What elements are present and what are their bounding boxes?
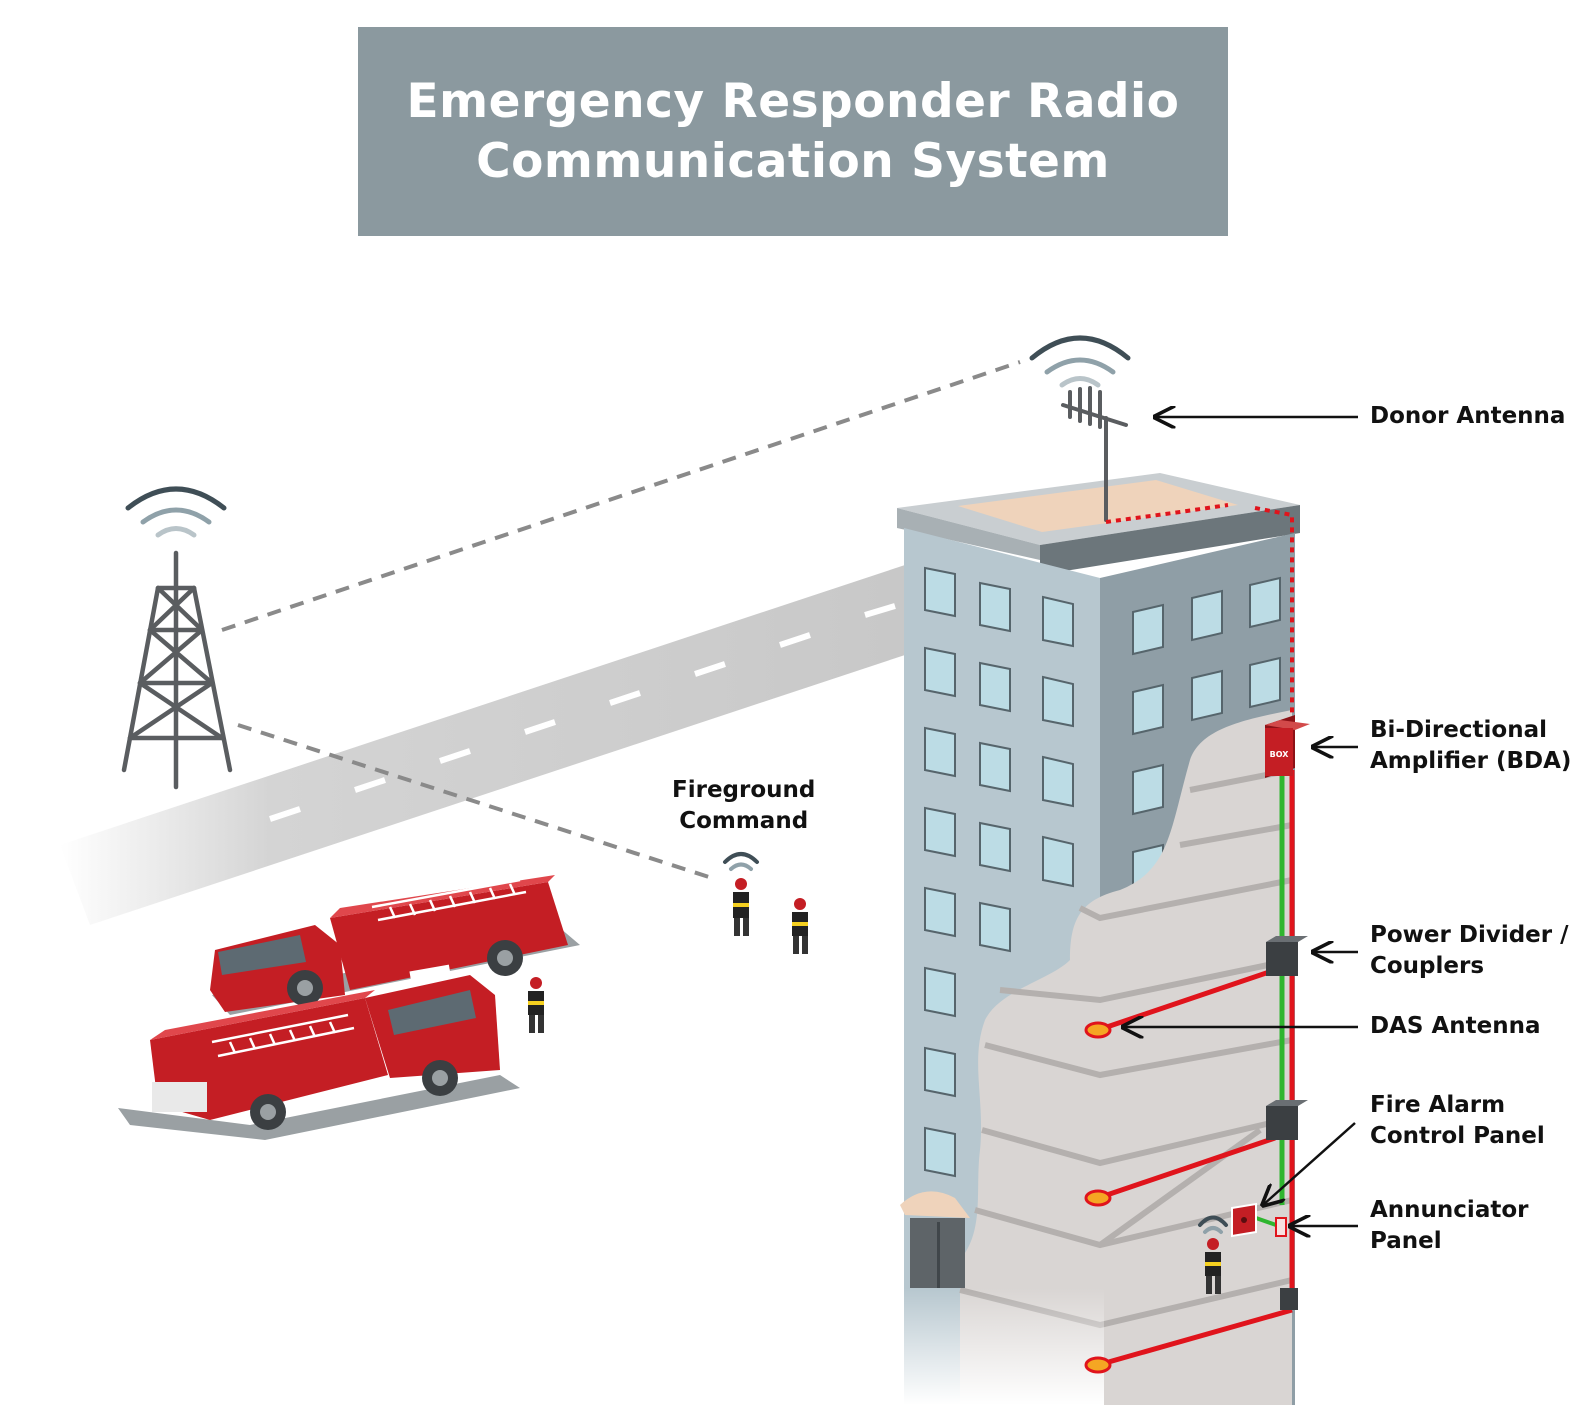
label-fire-alarm-panel: Fire Alarm Control Panel: [1370, 1090, 1545, 1152]
fireground-signal-icon: [723, 852, 759, 871]
fire-truck-rear: [210, 875, 580, 1015]
coupler-bottom: [1280, 1288, 1298, 1310]
firefighter-2: [792, 898, 808, 954]
label-annunciator-panel: Annunciator Panel: [1370, 1195, 1528, 1257]
inside-signal-icon: [1198, 1215, 1228, 1234]
coupler-lower: [1266, 1100, 1308, 1140]
label-fireground-line-2: Command: [679, 808, 809, 834]
firefighter-inside: [1205, 1238, 1221, 1294]
title-banner: Emergency Responder Radio Communication …: [358, 27, 1228, 236]
label-fireground-command: Fireground Command: [672, 775, 815, 837]
label-bda-line-2: Amplifier (BDA): [1370, 748, 1572, 774]
antenna-feed-cable: [1105, 503, 1294, 720]
label-fire-alarm-line-2: Control Panel: [1370, 1123, 1545, 1149]
annunciator-panel: [1275, 1217, 1287, 1237]
das-antennas: [1084, 1021, 1112, 1374]
bda-box-text: BOX: [1270, 750, 1290, 759]
title-line-2: Communication System: [476, 133, 1110, 189]
label-power-divider-line-1: Power Divider /: [1370, 922, 1569, 948]
road: [60, 565, 905, 925]
radio-tower: [121, 550, 233, 790]
fire-truck-front: [118, 964, 520, 1140]
callout-arrows: [1123, 417, 1358, 1226]
title-line-1: Emergency Responder Radio: [406, 73, 1180, 129]
label-annunciator-line-1: Annunciator: [1370, 1197, 1529, 1223]
tower-signal-icon: [125, 486, 227, 538]
label-fireground-line-1: Fireground: [672, 777, 816, 803]
firefighter-3: [528, 977, 544, 1033]
label-fire-alarm-line-1: Fire Alarm: [1370, 1092, 1506, 1118]
building: [897, 473, 1300, 1405]
label-power-divider: Power Divider / Couplers: [1370, 920, 1569, 982]
label-annunciator-line-2: Panel: [1370, 1228, 1442, 1254]
label-power-divider-line-2: Couplers: [1370, 953, 1485, 979]
label-das-antenna: DAS Antenna: [1370, 1013, 1541, 1039]
label-bda: Bi-Directional Amplifier (BDA): [1370, 715, 1571, 777]
donor-antenna-signal-icon: [1029, 335, 1131, 388]
label-bda-line-1: Bi-Directional: [1370, 717, 1547, 743]
donor-antenna: [1061, 386, 1128, 522]
firefighter-command: [733, 878, 749, 936]
fire-alarm-control-panel: [1231, 1202, 1257, 1238]
coupler-upper: [1266, 936, 1308, 976]
label-donor-antenna: Donor Antenna: [1370, 403, 1566, 429]
bda-box: BOX: [1265, 715, 1310, 778]
